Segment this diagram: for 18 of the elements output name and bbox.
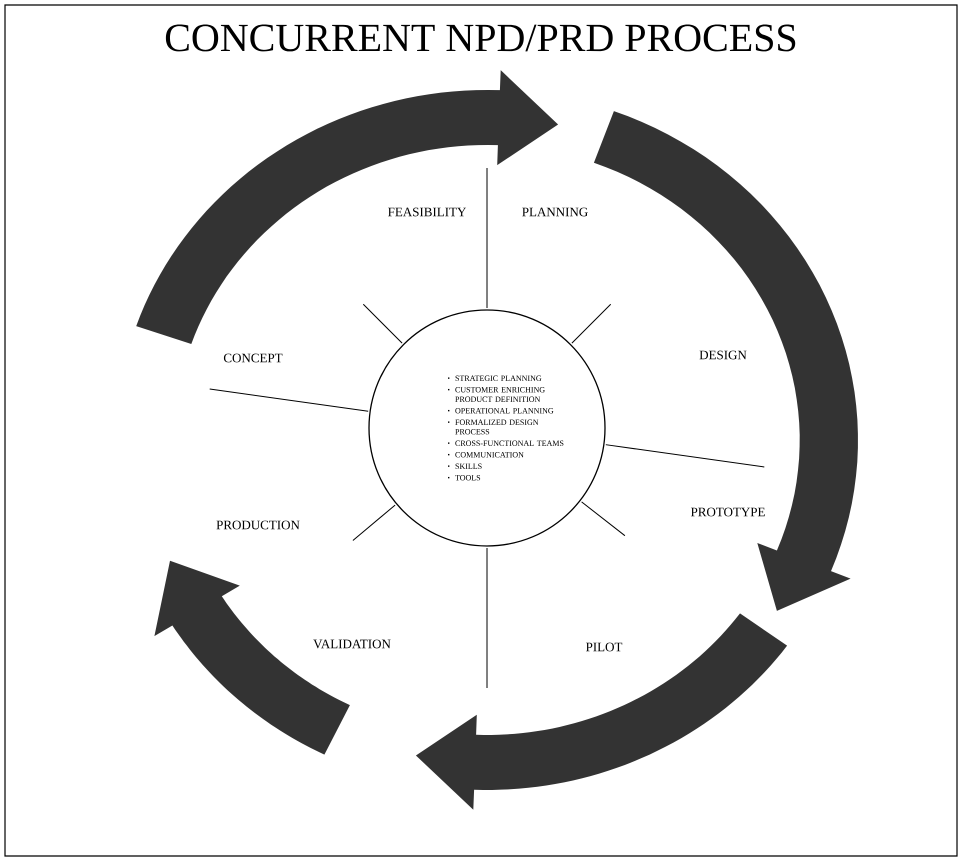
- sector-label: VALIDATION: [313, 640, 391, 648]
- list-item: CUSTOMER ENRICHING PRODUCT DEFINITION: [448, 387, 545, 402]
- sector-label: PROTOTYPE: [690, 508, 765, 516]
- sector-label: DESIGN: [700, 350, 747, 360]
- sector-label: PILOT: [586, 642, 622, 652]
- list-item: CROSS-FUNCTIONAL TEAMS: [448, 440, 564, 446]
- list-item: TOOLS: [448, 475, 480, 480]
- list-item: SKILLS: [448, 464, 482, 469]
- sector-label: FEASIBILITY: [388, 208, 466, 216]
- list-item: FORMALIZED DESIGN PROCESS: [448, 420, 538, 434]
- sector-label: CONCEPT: [224, 354, 282, 362]
- list-item: STRATEGIC PLANNING: [448, 376, 542, 381]
- sector-label: PRODUCTION: [216, 520, 300, 530]
- sector-label: PLANNING: [522, 208, 588, 216]
- title: CONCURRENT NPD/PRD PROCESS: [166, 24, 796, 52]
- center-circle: [368, 309, 606, 547]
- list-item: COMMUNICATION: [448, 452, 524, 458]
- list-item: OPERATIONAL PLANNING: [448, 408, 554, 414]
